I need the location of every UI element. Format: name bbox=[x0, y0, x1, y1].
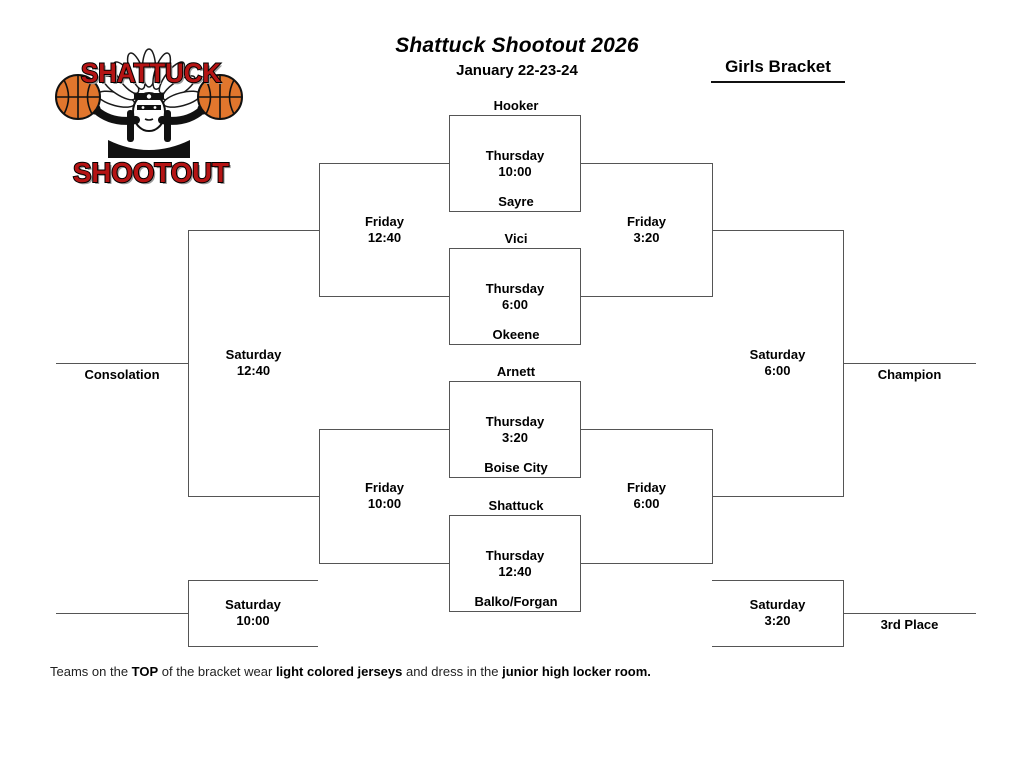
game-time-text: 10:00 bbox=[367, 496, 402, 511]
game-time-text: 6:00 bbox=[764, 363, 791, 378]
game-label-friday-320: Friday 3:20 bbox=[581, 214, 712, 246]
game-label-saturday-600: Saturday 6:00 bbox=[712, 347, 843, 379]
team-name: Shattuck bbox=[488, 498, 544, 513]
game-day-text: Saturday bbox=[225, 597, 281, 612]
round1-game-1: Hooker Thursday 10:00 Sayre bbox=[449, 98, 581, 212]
logo-shootout-shadow: SHOOTOUT bbox=[75, 159, 231, 190]
game-label-friday-1000: Friday 10:00 bbox=[319, 480, 450, 512]
team-name: Vici bbox=[504, 231, 528, 246]
connector-line bbox=[581, 563, 712, 564]
connector-line bbox=[712, 230, 843, 231]
consolation-line bbox=[56, 363, 188, 364]
champion-label: Champion bbox=[877, 367, 942, 382]
team-name: Boise City bbox=[484, 460, 548, 475]
game-time-text: 3:20 bbox=[501, 429, 528, 445]
game-day-text: Friday bbox=[364, 214, 404, 229]
game-label-saturday-1000: Saturday 10:00 bbox=[188, 597, 318, 629]
team-name: Arnett bbox=[496, 364, 536, 379]
connector-line bbox=[188, 580, 318, 581]
game-day-text: Saturday bbox=[749, 597, 806, 612]
connector-line bbox=[712, 646, 843, 647]
connector-line bbox=[188, 580, 189, 647]
round1-game-4: Shattuck Thursday 12:40 Balko/Forgan bbox=[449, 498, 581, 612]
bracket-label: Girls Bracket bbox=[711, 57, 845, 83]
connector-line bbox=[712, 580, 843, 581]
round1-game-3: Arnett Thursday 3:20 Boise City bbox=[449, 364, 581, 478]
game-label-saturday-320: Saturday 3:20 bbox=[712, 597, 843, 629]
team-name: Okeene bbox=[492, 327, 540, 342]
game-time-text: 3:20 bbox=[764, 613, 791, 628]
connector-line bbox=[712, 496, 843, 497]
game-time-text: 12:40 bbox=[498, 563, 532, 579]
game-day-text: Friday bbox=[364, 480, 404, 495]
game-day-text: Friday bbox=[626, 480, 666, 495]
note-text-bold: TOP bbox=[131, 664, 159, 679]
game-time-text: 12:40 bbox=[236, 363, 271, 378]
connector-line bbox=[581, 296, 712, 297]
connector-line bbox=[319, 429, 320, 564]
champion-line bbox=[843, 363, 976, 364]
consolation-label: Consolation bbox=[84, 367, 160, 382]
connector-line bbox=[581, 163, 712, 164]
note-text: Teams on the bbox=[50, 664, 132, 679]
game-day-text: Saturday bbox=[749, 347, 806, 362]
note-text-bold: junior high locker room. bbox=[502, 664, 651, 679]
game-time: Thursday 6:00 bbox=[486, 281, 545, 313]
game-label-saturday-1240: Saturday 12:40 bbox=[188, 347, 319, 379]
team-name: Balko/Forgan bbox=[474, 594, 558, 609]
connector-line bbox=[188, 496, 319, 497]
game-time: Thursday 3:20 bbox=[486, 414, 545, 446]
game-time-text: 12:40 bbox=[367, 230, 402, 245]
game-time: Thursday 12:40 bbox=[486, 548, 545, 580]
connector-line bbox=[319, 163, 320, 297]
game-time-text: 3:20 bbox=[633, 230, 660, 245]
connector-line bbox=[188, 230, 319, 231]
logo-shootout-text: SHOOTOUT bbox=[73, 157, 229, 188]
game-time-text: 10:00 bbox=[236, 613, 270, 628]
connector-line bbox=[319, 429, 450, 430]
game-time: Thursday 10:00 bbox=[486, 148, 545, 180]
team-name: Hooker bbox=[493, 98, 539, 113]
third-place-label: 3rd Place bbox=[880, 617, 939, 632]
page-title: Shattuck Shootout 2026 bbox=[395, 34, 639, 57]
logo-art: SHATTUCK SHATTUCK SHOOTOUT SHOOTOUT bbox=[55, 48, 243, 190]
game-day-text: Thursday bbox=[485, 413, 545, 429]
note-text: of the bracket wear bbox=[158, 664, 276, 679]
event-dates: January 22-23-24 bbox=[456, 62, 578, 79]
connector-line bbox=[319, 163, 450, 164]
game-time-text: 10:00 bbox=[498, 163, 532, 179]
headdress-icon bbox=[96, 48, 202, 108]
connector-line bbox=[319, 296, 450, 297]
game-day-text: Friday bbox=[626, 214, 666, 229]
team-name: Sayre bbox=[498, 194, 534, 209]
game-time-text: 6:00 bbox=[633, 496, 660, 511]
jersey-note: Teams on the TOP of the bracket wear lig… bbox=[50, 664, 651, 679]
game-day-text: Thursday bbox=[485, 547, 545, 563]
connector-line bbox=[188, 646, 318, 647]
game-day-text: Thursday bbox=[485, 147, 545, 163]
game-day-text: Thursday bbox=[485, 280, 545, 296]
game-label-friday-600: Friday 6:00 bbox=[581, 480, 712, 512]
note-text-bold: light colored jerseys bbox=[275, 664, 403, 679]
connector-line bbox=[319, 563, 450, 564]
connector-line bbox=[56, 613, 188, 614]
game-time-text: 6:00 bbox=[501, 296, 528, 312]
note-text: and dress in the bbox=[402, 664, 503, 679]
connector-line bbox=[188, 230, 189, 497]
connector-line bbox=[581, 429, 712, 430]
game-day-text: Saturday bbox=[225, 347, 282, 362]
tournament-logo: SHATTUCK SHATTUCK SHOOTOUT SHOOTOUT bbox=[50, 48, 262, 190]
logo-shattuck-text: SHATTUCK bbox=[81, 58, 221, 88]
game-label-friday-1240: Friday 12:40 bbox=[319, 214, 450, 246]
logo-shattuck-shadow: SHATTUCK bbox=[83, 60, 223, 90]
third-place-line bbox=[843, 613, 976, 614]
round1-game-2: Vici Thursday 6:00 Okeene bbox=[449, 231, 581, 345]
